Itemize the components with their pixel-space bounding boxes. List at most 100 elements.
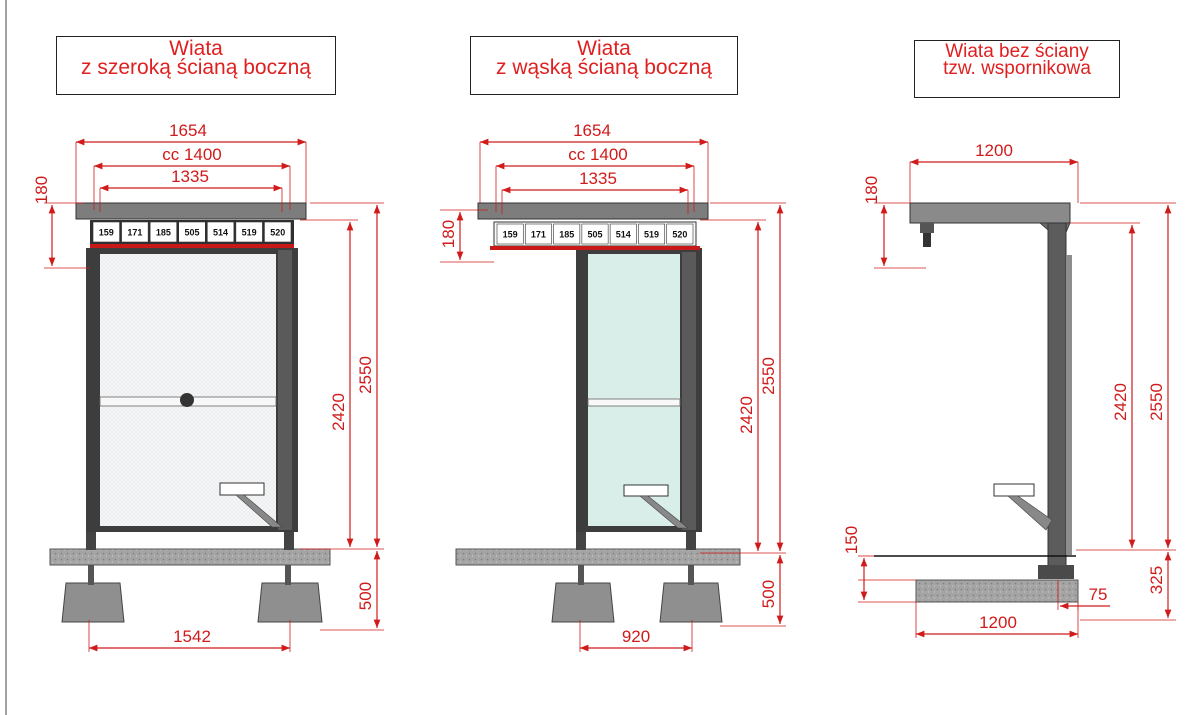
side-wall-glass <box>588 254 680 526</box>
leg-left <box>86 530 96 550</box>
dimensions-narrow-wall: 1654 cc 1400 1335 180 2420 2550 500 <box>439 121 786 652</box>
ground-slab <box>49 548 331 566</box>
dim-height-inner-label: 2420 <box>737 396 756 434</box>
route-number: 520 <box>270 228 285 238</box>
route-number: 171 <box>127 228 142 238</box>
dim-bottom-width-label: 1200 <box>979 613 1017 632</box>
route-sign-underline <box>490 246 700 250</box>
leg-right <box>686 530 696 550</box>
title-narrow-wall-line1: Wiata <box>577 37 631 60</box>
title-wide-wall-line2: z szeroką ścianą boczną <box>81 56 311 79</box>
dim-inner-label: 1335 <box>579 169 617 188</box>
foundation-slab <box>915 579 1079 603</box>
dimensions-cantilever: 1200 180 2420 2550 325 150 75 <box>842 141 1176 638</box>
handrail <box>587 398 681 407</box>
route-sign-underline <box>90 244 294 248</box>
roof-light <box>923 233 931 247</box>
route-number: 185 <box>559 230 574 240</box>
dim-roof-label: 180 <box>439 220 458 248</box>
route-cell <box>496 223 524 245</box>
route-number: 519 <box>644 230 659 240</box>
side-wall-glass <box>100 254 276 526</box>
route-number: 520 <box>672 230 687 240</box>
leg-right <box>284 530 294 550</box>
post-base <box>1038 565 1074 579</box>
dim-cc-label: cc 1400 <box>568 145 628 164</box>
bench-seat <box>993 483 1035 497</box>
route-cell <box>178 221 206 243</box>
dim-cc-label: cc 1400 <box>162 145 222 164</box>
title-cantilever-line2: tzw. wspornikowa <box>943 58 1091 79</box>
route-cell <box>524 223 552 245</box>
footing-left <box>61 582 125 623</box>
route-cell <box>92 221 120 243</box>
footing-left <box>551 582 615 623</box>
dim-inner-label: 1335 <box>171 167 209 186</box>
dim-height-total-label: 2550 <box>759 357 778 395</box>
side-wall-post <box>682 252 696 530</box>
dim-top-width-label: 1200 <box>975 141 1013 160</box>
route-number: 159 <box>99 228 114 238</box>
route-number: 505 <box>587 230 602 240</box>
title-wide-wall-line1: Wiata <box>169 37 223 60</box>
dimensions-wide-wall: 1654 cc 1400 1335 180 2420 2550 500 <box>32 121 384 652</box>
dim-overall-width-label: 1654 <box>169 121 207 140</box>
handrail-bracket <box>180 393 194 407</box>
shelter-cantilever <box>874 202 1079 603</box>
dim-overall-width-label: 1654 <box>573 121 611 140</box>
bench-support <box>1007 495 1053 531</box>
route-cell <box>609 223 637 245</box>
route-cell <box>206 221 235 243</box>
dim-offset-label: 75 <box>1089 585 1108 604</box>
route-number: 514 <box>616 230 631 240</box>
dim-footing-spacing-label: 920 <box>622 627 650 646</box>
post-anchor-left <box>578 565 584 585</box>
route-cell <box>149 221 178 243</box>
bench-seat <box>623 484 669 497</box>
bench-seat <box>219 482 265 496</box>
title-cantilever-line1: Wiata bez ściany <box>945 41 1089 62</box>
roof <box>909 202 1071 224</box>
side-wall-post <box>278 250 292 530</box>
post-anchor-right <box>688 565 694 585</box>
dim-roof-label: 180 <box>32 176 51 204</box>
bench-support <box>639 495 689 529</box>
title-narrow-wall-line2: z wąską ścianą boczną <box>496 56 712 79</box>
dim-roof-label: 180 <box>862 176 881 204</box>
route-cell <box>264 221 292 243</box>
bench-support <box>235 494 283 528</box>
route-cell <box>638 223 666 245</box>
dim-height-inner-label: 2420 <box>329 393 348 431</box>
route-number: 171 <box>531 230 546 240</box>
dim-foundation-label: 325 <box>1147 566 1166 594</box>
leg-left <box>576 530 586 550</box>
title-narrow-wall: Wiata z wąską ścianą boczną <box>470 36 738 95</box>
dim-slab-thickness-label: 150 <box>842 526 861 554</box>
roof <box>477 202 709 220</box>
route-number: 185 <box>156 228 171 238</box>
dim-foundation-label: 500 <box>759 580 778 608</box>
route-cell <box>666 223 694 245</box>
post-anchor-right <box>285 565 291 585</box>
roof-bracket <box>920 223 934 233</box>
route-number: 519 <box>242 228 257 238</box>
title-cantilever: Wiata bez ściany tzw. wspornikowa <box>914 40 1120 98</box>
dim-height-total-label: 2550 <box>1147 383 1166 421</box>
route-cell <box>235 221 263 243</box>
roof <box>75 202 307 220</box>
dim-foundation-label: 500 <box>356 582 375 610</box>
title-wide-wall: Wiata z szeroką ścianą boczną <box>56 36 336 95</box>
route-cell <box>553 223 581 245</box>
route-cell <box>581 223 609 245</box>
dim-height-inner-label: 2420 <box>1111 383 1130 421</box>
post-anchor-left <box>88 565 94 585</box>
footing-right <box>659 582 723 623</box>
footing-right <box>257 582 323 623</box>
route-number: 514 <box>213 228 228 238</box>
